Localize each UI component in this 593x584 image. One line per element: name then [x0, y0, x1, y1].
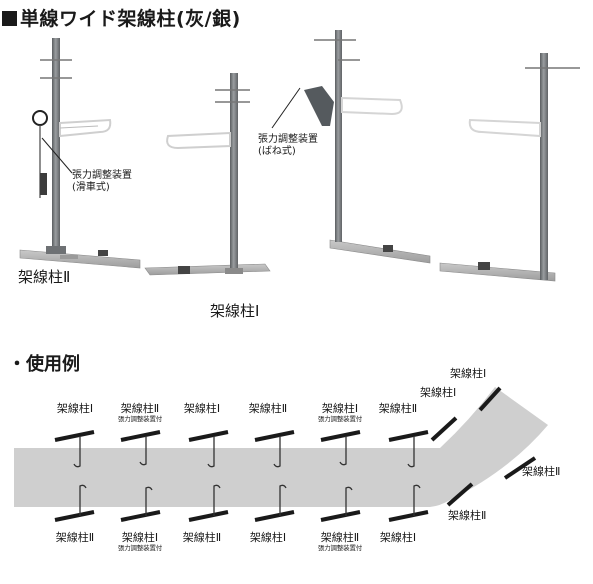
pole-1-gray	[144, 73, 271, 276]
usage-bottom-label-6: 架線柱Ⅰ	[379, 531, 417, 544]
usage-top-label-3: 架線柱Ⅰ	[183, 402, 221, 415]
product-photo	[19, 30, 580, 282]
usage-curve-label-top-a: 架線柱Ⅰ	[450, 367, 487, 380]
usage-bottom-label-1: 架線柱Ⅱ	[55, 531, 95, 544]
usage-title: ・使用例	[8, 354, 80, 375]
usage-curve-label-bottom: 架線柱Ⅱ	[448, 509, 487, 522]
pole-2-gray	[19, 38, 141, 269]
track-band	[14, 387, 548, 507]
page-title: 単線ワイド架線柱(灰/銀)	[2, 4, 241, 31]
usage-curve-label-right: 架線柱Ⅱ	[522, 465, 561, 478]
usage-top-label-6: 架線柱Ⅱ	[378, 402, 418, 415]
pole-1-silver	[439, 53, 580, 282]
pole-2-silver	[304, 30, 431, 264]
label-pole-2: 架線柱Ⅱ	[18, 268, 71, 286]
callout-line-spring	[271, 87, 301, 129]
square-bullet-icon	[2, 11, 17, 26]
bottom-poles	[54, 510, 429, 522]
usage-bottom-label-4: 架線柱Ⅰ	[249, 531, 287, 544]
usage-curve-label-top-b: 架線柱Ⅰ	[420, 386, 457, 399]
usage-top-label-1: 架線柱Ⅰ	[56, 402, 94, 415]
arm-hooks	[73, 436, 421, 516]
label-pole-1: 架線柱Ⅰ	[210, 302, 260, 320]
callout-line-pulley	[41, 137, 73, 174]
top-poles	[54, 430, 429, 442]
label-tension-spring: 張力調整装置 (ばね式)	[258, 134, 318, 157]
label-tension-pulley: 張力調整装置 (滑車式)	[72, 170, 132, 193]
curve-poles	[430, 386, 537, 507]
usage-bottom-label-3: 架線柱Ⅱ	[182, 531, 222, 544]
usage-top-label-4: 架線柱Ⅱ	[248, 402, 288, 415]
